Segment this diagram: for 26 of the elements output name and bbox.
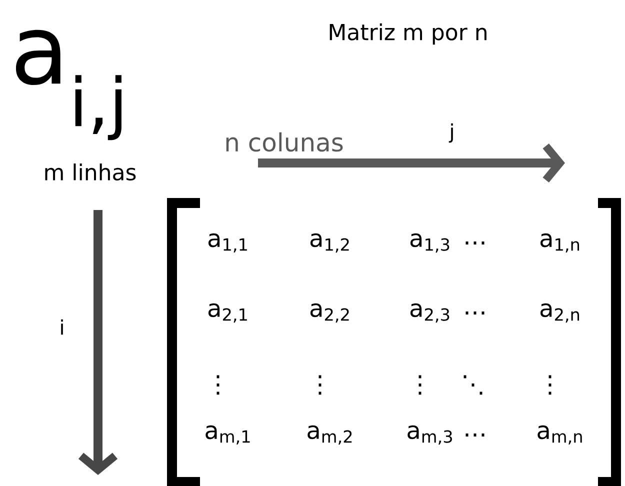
matrix-entry: a$_{1,3}$ bbox=[410, 233, 450, 253]
ellipsis: ⋮ bbox=[418, 375, 422, 395]
matrix-entry: a$_{1,n}$ bbox=[540, 233, 579, 253]
index-label: j bbox=[448, 123, 453, 143]
matrix-entry: a$_{m,3}$ bbox=[408, 425, 452, 445]
axis-label: n colunas bbox=[226, 132, 343, 152]
matrix-entry: a$_{2,1}$ bbox=[208, 303, 247, 323]
axis-label: m linhas bbox=[45, 163, 136, 180]
ellipsis: … bbox=[466, 312, 484, 314]
ellipsis: … bbox=[466, 434, 484, 436]
matrix-entry: a$_{m,1}$ bbox=[206, 425, 250, 445]
ellipsis: ⋮ bbox=[216, 375, 220, 395]
matrix-entry: a$_{m,2}$ bbox=[308, 425, 352, 445]
matrix-entry: a$_{2,3}$ bbox=[410, 303, 450, 323]
matrix-entry: a$_{2,n}$ bbox=[540, 303, 579, 323]
ellipsis: ⋮ bbox=[548, 375, 552, 395]
matrix-entry: a$_{m,n}$ bbox=[538, 425, 582, 445]
title: Matriz m por n bbox=[330, 23, 486, 45]
ellipsis: … bbox=[466, 242, 484, 244]
ellipsis: ⋱ bbox=[464, 375, 482, 395]
matrix-entry: a$_{1,1}$ bbox=[208, 233, 247, 253]
ellipsis: ⋮ bbox=[318, 375, 322, 395]
matrix-entry: a$_{1,2}$ bbox=[310, 233, 349, 253]
element-symbol: a$_{i,j}$ bbox=[16, 30, 122, 140]
matrix-entry: a$_{2,2}$ bbox=[310, 303, 349, 323]
index-label: i bbox=[61, 319, 63, 335]
